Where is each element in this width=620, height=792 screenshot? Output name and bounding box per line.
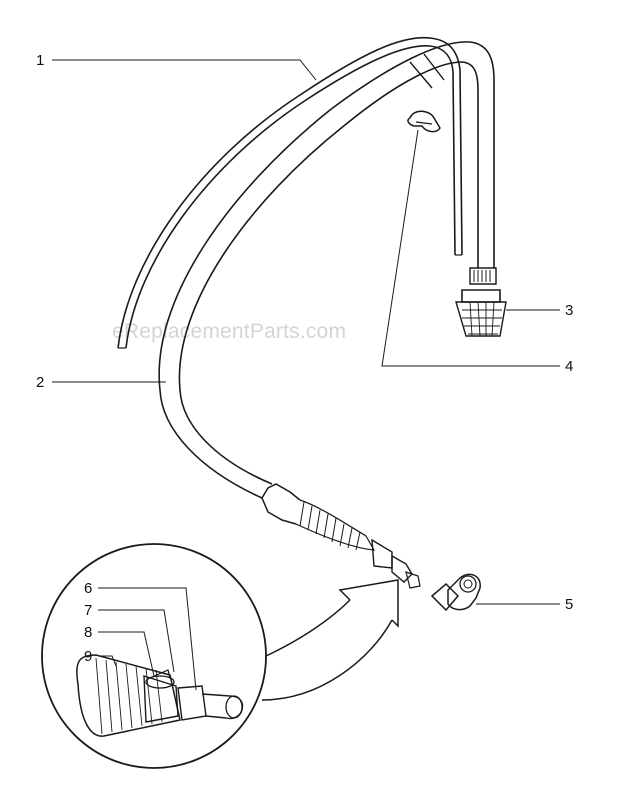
- callout-2: 2: [36, 374, 44, 391]
- callout-8: 8: [84, 624, 92, 641]
- callout-5: 5: [565, 596, 573, 613]
- callout-4: 4: [565, 358, 573, 375]
- part-4-clip: [407, 110, 441, 133]
- callout-7: 7: [84, 602, 92, 619]
- watermark-text: eReplacementParts.com: [112, 320, 346, 343]
- callout-6: 6: [84, 580, 92, 597]
- magnify-arrow: [261, 579, 399, 701]
- detail-inset: [41, 543, 267, 769]
- part-2-main-hose: [158, 41, 497, 499]
- part-3-inlet-strainer: [455, 289, 507, 337]
- part-1-thin-tube: [117, 36, 463, 349]
- hose-end-fitting: [261, 483, 421, 589]
- callout-9: 9: [84, 648, 92, 665]
- part-5-elbow-fitting: [430, 573, 481, 612]
- leader-lines: [52, 59, 560, 691]
- callout-3: 3: [565, 302, 573, 319]
- callout-1: 1: [36, 52, 44, 69]
